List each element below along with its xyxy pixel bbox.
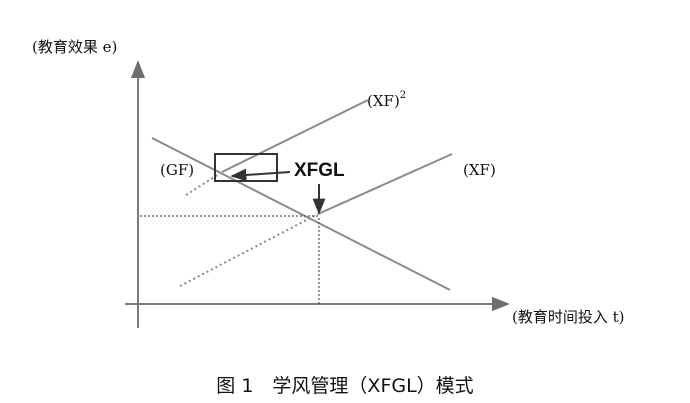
x-axis-label: (教育时间投入 t) <box>512 308 625 326</box>
xfgl-box <box>214 153 278 182</box>
xfgl-arrow-left <box>230 168 291 182</box>
figure-caption: 图 1 学风管理（XFGL）模式 <box>216 375 473 397</box>
xf-line <box>317 153 453 215</box>
xf-squared-line <box>221 99 369 173</box>
label-xf-squared: (XF)2 <box>367 90 406 110</box>
y-axis-label: (教育效果 e) <box>32 38 117 56</box>
label-xfgl: XFGL <box>294 160 345 181</box>
xf-line-dotted <box>179 213 319 287</box>
label-gf: (GF) <box>160 161 194 179</box>
label-xf: (XF) <box>463 161 496 179</box>
gf-line <box>151 137 451 291</box>
